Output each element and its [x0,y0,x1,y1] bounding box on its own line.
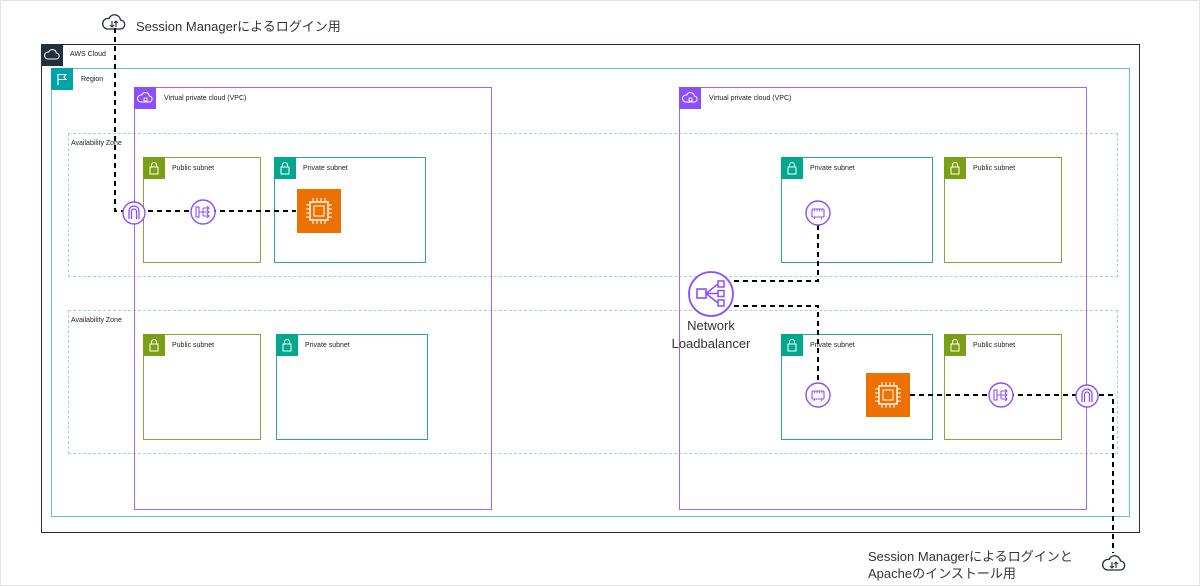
availability-zone-label: Availability Zone [71,140,122,147]
lock-icon [944,157,966,179]
vpc-label: Virtual private cloud (VPC) [164,95,247,102]
vpc-icon [679,87,701,109]
cloud-upload-download-icon [101,12,127,39]
bottom-login-label-line2: Apacheのインストール用 [868,566,1016,581]
region-label: Region [81,76,104,83]
network-interface-icon [805,382,831,413]
lock-icon [944,334,966,356]
aws-cloud-label: AWS Cloud [70,51,106,58]
bottom-login-label-line1: Session Managerによるログインと [868,549,1073,564]
aws-cloud-group: AWS Cloud [41,44,1140,533]
subnet-label: Public subnet [172,165,215,172]
subnet-label: Public subnet [973,165,1016,172]
network-load-balancer-icon [687,270,735,323]
subnet-label: Public subnet [973,342,1016,349]
private-subnet: Private subnet [276,334,428,440]
region-flag-icon [51,68,73,90]
lock-icon [274,157,296,179]
cloud-upload-download-icon [1101,553,1127,580]
vpc-left: Virtual private cloud (VPC) [134,87,492,510]
region-group: Region [51,68,1130,517]
connection-nlb-top [734,224,819,282]
connection-bottom-right [910,394,1114,553]
private-subnet: Private subnet [781,334,933,440]
nlb-label-line2: Loadbalancer [671,336,751,351]
public-subnet: Public subnet [944,334,1062,440]
lock-icon [143,334,165,356]
connection-nlb-bottom [734,305,819,383]
nlb-label-line1: Network [687,318,735,333]
subnet-label: Public subnet [172,342,215,349]
availability-zone-bottom: Availability Zone [68,310,1118,454]
internet-gateway-icon [1075,384,1099,413]
aws-cloud-icon [41,44,63,66]
vpc-label: Virtual private cloud (VPC) [709,95,792,102]
lock-icon [143,157,165,179]
subnet-label: Private subnet [810,165,855,172]
top-login-label: Session Managerによるログイン用 [136,19,341,34]
lock-icon [781,157,803,179]
public-subnet: Public subnet [944,157,1062,263]
subnet-label: Private subnet [810,342,855,349]
public-subnet: Public subnet [143,334,261,440]
ec2-instance-icon [297,189,341,238]
lock-icon [276,334,298,356]
availability-zone-label: Availability Zone [71,317,122,324]
vpc-right: Virtual private cloud (VPC) [679,87,1087,510]
network-interface-icon [805,200,831,231]
ec2-instance-icon [866,373,910,422]
nat-gateway-icon [190,199,216,230]
private-subnet: Private subnet [781,157,933,263]
lock-icon [781,334,803,356]
vpc-icon [134,87,156,109]
nat-gateway-icon [988,382,1014,413]
internet-gateway-icon [122,201,146,230]
subnet-label: Private subnet [305,342,350,349]
availability-zone-top: Availability Zone [68,133,1118,277]
connection-top-left [114,28,296,212]
subnet-label: Private subnet [303,165,348,172]
